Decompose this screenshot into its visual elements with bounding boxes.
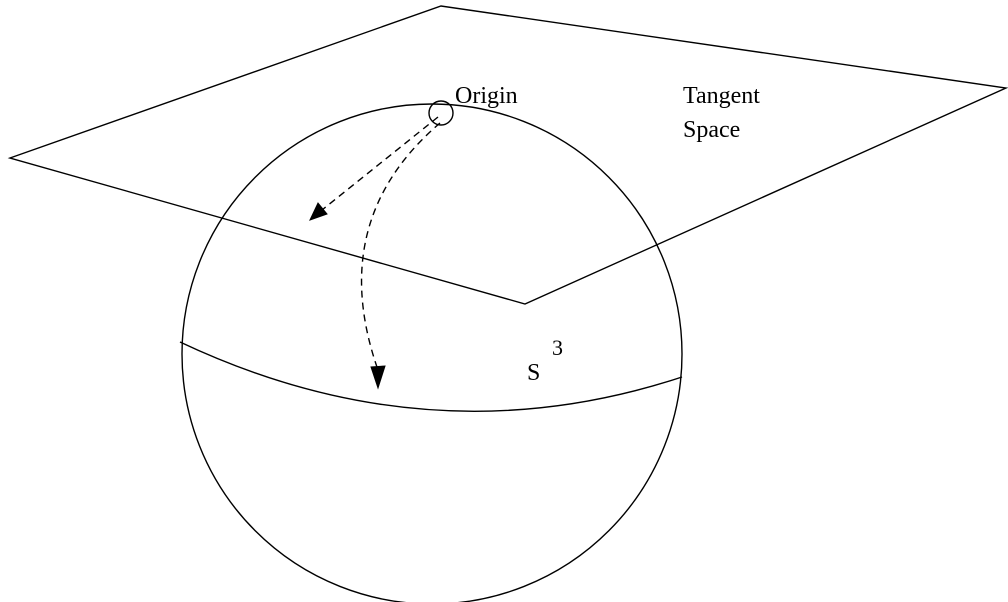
equator-curve xyxy=(179,341,683,412)
sphere xyxy=(181,103,683,602)
tangent-space-label-line2: Space xyxy=(683,117,740,143)
origin-marker xyxy=(428,100,454,126)
tangent-direction-arrow xyxy=(321,116,439,211)
geodesic-arrow xyxy=(360,122,441,371)
tangent-plane xyxy=(7,5,1008,305)
tangent-space-label-line1: Tangent xyxy=(683,83,760,109)
sphere-label-base: S xyxy=(527,360,540,386)
origin-label: Origin xyxy=(455,83,518,109)
sphere-label-exponent: 3 xyxy=(552,335,563,360)
geodesic-arrowhead xyxy=(370,365,386,390)
tangent-arrowhead xyxy=(309,202,328,221)
